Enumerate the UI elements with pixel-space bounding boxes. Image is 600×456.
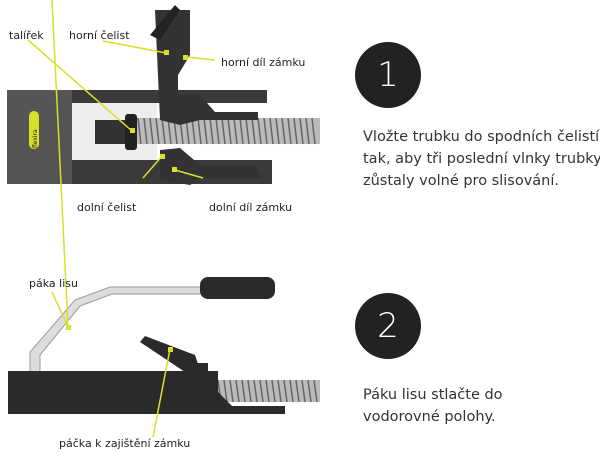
label-plate: talířek bbox=[9, 29, 44, 42]
pipe-rib bbox=[137, 117, 142, 145]
label-lock-lever: páčka k zajištění zámku bbox=[59, 437, 190, 450]
pipe-rib bbox=[251, 117, 256, 145]
pipe-rib bbox=[283, 379, 288, 403]
pipe-rib bbox=[227, 117, 232, 145]
pipe-rib bbox=[215, 117, 220, 145]
pipe-rib bbox=[307, 379, 312, 403]
pipe-rib bbox=[259, 379, 264, 403]
pipe-rib bbox=[287, 117, 292, 145]
pipe-rib bbox=[295, 379, 300, 403]
brand-badge bbox=[29, 111, 39, 149]
pipe-rib bbox=[155, 117, 160, 145]
pipe-rib bbox=[277, 379, 282, 403]
pipe-rib bbox=[257, 117, 262, 145]
pipe-rib bbox=[289, 379, 294, 403]
pipe-rib bbox=[143, 117, 148, 145]
pipe-rib bbox=[149, 117, 154, 145]
step-1-text: Vložte trubku do spodních čelistí tak, a… bbox=[363, 129, 600, 189]
corrugated-pipe-side bbox=[215, 379, 320, 403]
pipe-rib bbox=[245, 117, 250, 145]
tool-top-view: flexira bbox=[7, 5, 320, 185]
lever-grip bbox=[200, 277, 275, 299]
pipe-rib bbox=[247, 379, 252, 403]
pipe-rib bbox=[263, 117, 268, 145]
pipe-rib bbox=[269, 117, 274, 145]
pipe-rib bbox=[235, 379, 240, 403]
svg-text:flexira: flexira bbox=[32, 129, 39, 148]
lower-jaw bbox=[160, 148, 262, 185]
label-press-lever: páka lisu bbox=[29, 277, 78, 290]
pipe-rib bbox=[253, 379, 258, 403]
step1-callouts bbox=[27, 39, 216, 179]
step-1-badge: 1 bbox=[355, 42, 421, 108]
pipe-rib bbox=[229, 379, 234, 403]
corrugated-pipe bbox=[135, 117, 320, 145]
pipe-rib bbox=[299, 117, 304, 145]
pipe-rib bbox=[311, 117, 316, 145]
label-lower-jaw: dolní čelist bbox=[77, 201, 137, 214]
lock-handle bbox=[150, 5, 180, 40]
pipe-rib bbox=[301, 379, 306, 403]
pipe-rib bbox=[265, 379, 270, 403]
pipe-rib bbox=[313, 379, 318, 403]
press-tool-illustrations: flexira talířek horní čelist horní díl z… bbox=[7, 0, 320, 450]
pipe-rib bbox=[161, 117, 166, 145]
pipe-rib bbox=[293, 117, 298, 145]
pipe-rib bbox=[233, 117, 238, 145]
pipe-rib bbox=[191, 117, 196, 145]
step-2-text: Páku lisu stlačte do vodorovné polohy. bbox=[363, 387, 503, 425]
pipe-rib bbox=[241, 379, 246, 403]
pipe-rib bbox=[197, 117, 202, 145]
pipe-rib bbox=[305, 117, 310, 145]
pipe-rib bbox=[281, 117, 286, 145]
pipe-rib bbox=[203, 117, 208, 145]
pipe-rib bbox=[221, 117, 226, 145]
pipe-rib bbox=[271, 379, 276, 403]
tool-side-view bbox=[8, 277, 320, 414]
label-upper-jaw: horní čelist bbox=[69, 29, 130, 42]
label-upper-lock: horní díl zámku bbox=[221, 56, 305, 69]
upper-jaw bbox=[155, 10, 258, 125]
pipe-rib bbox=[275, 117, 280, 145]
pipe-rib bbox=[167, 117, 172, 145]
label-lower-lock: dolní díl zámku bbox=[209, 201, 292, 214]
pipe-rib bbox=[223, 379, 228, 403]
step-2-badge: 2 bbox=[355, 293, 421, 359]
pipe-rib bbox=[209, 117, 214, 145]
pipe-rib bbox=[239, 117, 244, 145]
